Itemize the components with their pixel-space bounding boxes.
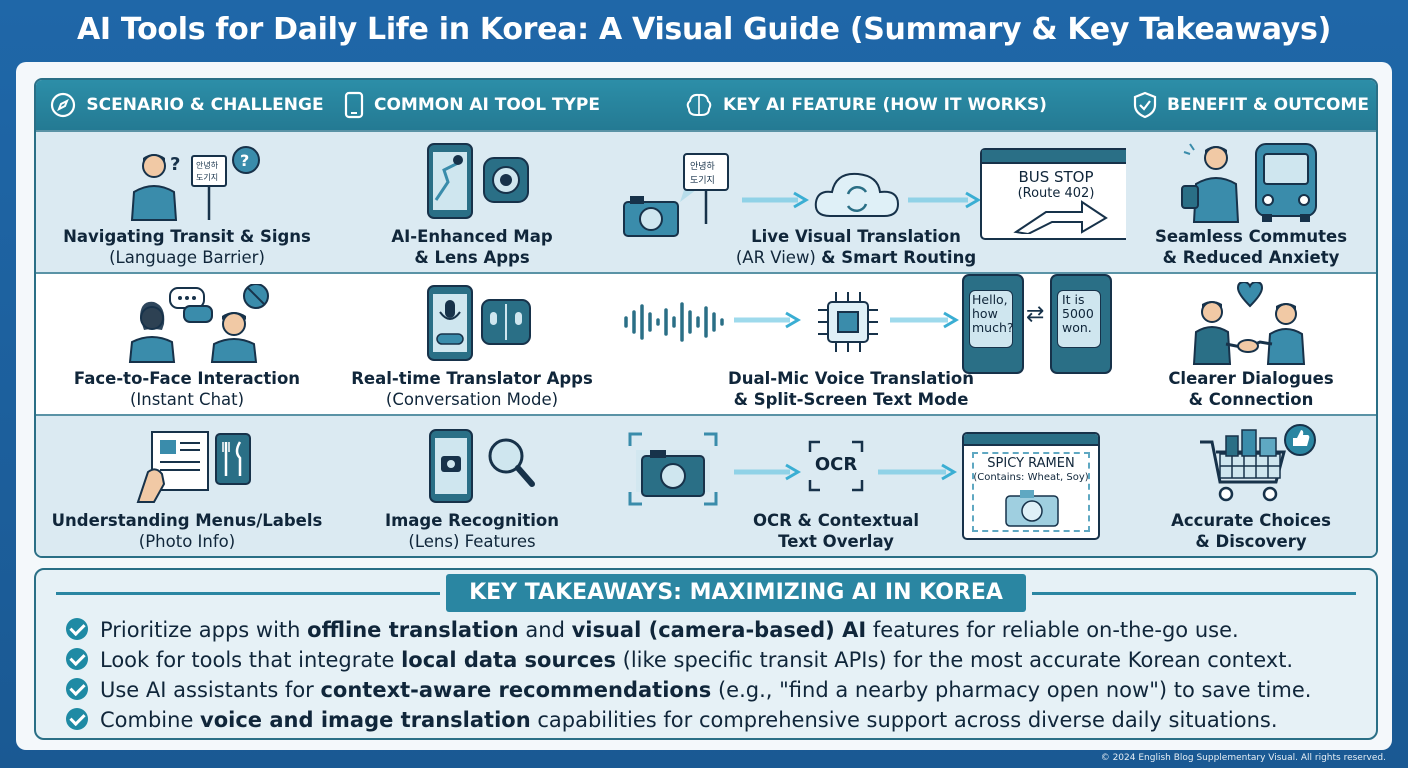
route-arrow-icon bbox=[1013, 200, 1108, 234]
camera-scan-icon bbox=[628, 432, 718, 506]
shield-check-icon bbox=[1133, 91, 1157, 119]
ocr-label: OCR bbox=[814, 454, 858, 475]
check-icon bbox=[66, 648, 88, 670]
scenario-cell-menus: Understanding Menus/Labels(Photo Info) bbox=[36, 414, 338, 556]
person-confused-sign-icon: ? 안녕하 도기지 ? bbox=[130, 146, 260, 221]
benefit-caption: Seamless Commutes& Reduced Anxiety bbox=[1154, 227, 1348, 267]
scenario-cell-transit: ? 안녕하 도기지 ? Navigating Transit & Signs(L… bbox=[36, 130, 338, 272]
takeaway-item: Use AI assistants for context-aware reco… bbox=[66, 674, 1311, 706]
svg-text:도기지: 도기지 bbox=[196, 173, 218, 182]
image-recognition-icon bbox=[429, 429, 535, 503]
column-header-label: COMMON AI TOOL TYPE bbox=[374, 95, 600, 115]
benefit-caption: Clearer Dialogues& Connection bbox=[1168, 369, 1334, 409]
column-tool-type: COMMON AI TOOL TYPE AI-Enhanced Map& Len… bbox=[338, 80, 608, 556]
check-icon bbox=[66, 618, 88, 640]
copyright-footer: © 2024 English Blog Supplementary Visual… bbox=[1100, 753, 1386, 763]
compass-icon bbox=[51, 92, 76, 118]
svg-text:안녕하: 안녕하 bbox=[690, 161, 716, 172]
arrow-right-icon bbox=[734, 311, 801, 329]
swap-arrows-icon: ⇄ bbox=[1026, 302, 1045, 327]
cloud-sync-icon bbox=[814, 172, 900, 217]
speech-bubble: It is 5000 won. bbox=[1057, 290, 1101, 348]
column-header-label: SCENARIO & CHALLENGE bbox=[86, 95, 324, 115]
speech-bubble: Hello, how much? bbox=[969, 290, 1014, 348]
menu-hand-icon bbox=[136, 431, 251, 503]
card-subtitle: (Route 402) bbox=[1017, 186, 1095, 201]
smartphone-icon bbox=[344, 91, 364, 119]
feature-cell-voice-translation: Hello, how much? ⇄ It is 5000 won. Dual-… bbox=[606, 272, 1126, 414]
svg-text:안녕하: 안녕하 bbox=[196, 160, 219, 170]
scenario-caption: Face-to-Face Interaction(Instant Chat) bbox=[73, 369, 301, 409]
divider bbox=[1032, 592, 1356, 595]
benefit-caption: Accurate Choices& Discovery bbox=[1171, 511, 1331, 551]
map-lens-app-icon bbox=[427, 143, 529, 219]
camera-icon bbox=[1005, 490, 1059, 527]
commuter-bus-icon bbox=[1181, 143, 1317, 223]
column-scenario: SCENARIO & CHALLENGE ? 안녕하 도기지 ? Navigat… bbox=[36, 80, 340, 556]
scenario-caption: Understanding Menus/Labels(Photo Info) bbox=[51, 511, 323, 551]
card-title: SPICY RAMEN bbox=[987, 456, 1075, 471]
feature-cell-ocr: OCR SPICY RAMEN (Contains: Wheat, Soy) O… bbox=[606, 414, 1126, 556]
takeaway-item: Prioritize apps with offline translation… bbox=[66, 614, 1239, 646]
ocr-scan-frame: OCR bbox=[808, 440, 864, 492]
card-title: BUS STOP bbox=[1018, 168, 1094, 186]
svg-text:?: ? bbox=[240, 151, 249, 170]
tool-cell-translator: Real-time Translator Apps(Conversation M… bbox=[338, 272, 606, 414]
feature-caption: Dual-Mic Voice Translation& Split-Screen… bbox=[728, 369, 974, 409]
benefit-cell-choices: Accurate Choices& Discovery bbox=[1126, 414, 1376, 556]
page-title: AI Tools for Daily Life in Korea: A Visu… bbox=[76, 12, 1331, 47]
brain-icon bbox=[686, 93, 712, 116]
benefit-cell-dialogues: Clearer Dialogues& Connection bbox=[1126, 272, 1376, 414]
column-header-label: BENEFIT & OUTCOME bbox=[1167, 95, 1369, 115]
column-header-feature: KEY AI FEATURE (HOW IT WORKS) bbox=[606, 80, 1126, 130]
svg-text:도기지: 도기지 bbox=[690, 175, 715, 186]
check-icon bbox=[66, 678, 88, 700]
arrow-right-icon bbox=[742, 191, 809, 209]
column-benefit: BENEFIT & OUTCOME Seamless Commutes& Red… bbox=[1126, 80, 1376, 556]
arrow-right-icon bbox=[878, 463, 957, 481]
column-header-label: KEY AI FEATURE (HOW IT WORKS) bbox=[723, 95, 1047, 115]
benefit-cell-commutes: Seamless Commutes& Reduced Anxiety bbox=[1126, 130, 1376, 272]
processor-chip-icon bbox=[818, 292, 878, 352]
svg-text:?: ? bbox=[170, 154, 180, 175]
camera-icon bbox=[623, 196, 679, 237]
translator-mic-app-icon bbox=[427, 285, 531, 361]
arrow-right-icon bbox=[734, 463, 801, 481]
tool-cell-map: AI-Enhanced Map& Lens Apps bbox=[338, 130, 606, 272]
sound-wave-icon bbox=[624, 302, 724, 342]
key-takeaways-box: KEY TAKEAWAYS: MAXIMIZING AI IN KOREA Pr… bbox=[34, 568, 1378, 740]
tool-caption: Real-time Translator Apps(Conversation M… bbox=[351, 369, 593, 409]
divider bbox=[56, 592, 440, 595]
card-subtitle: (Contains: Wheat, Soy) bbox=[973, 472, 1089, 483]
shopping-cart-thumbs-up-icon bbox=[1200, 424, 1316, 502]
tool-cell-image: Image Recognition(Lens) Features bbox=[338, 414, 606, 556]
feature-table: SCENARIO & CHALLENGE ? 안녕하 도기지 ? Navigat… bbox=[34, 78, 1378, 558]
takeaway-item: Combine voice and image translation capa… bbox=[66, 704, 1278, 736]
feature-caption: Live Visual Translation(AR View) & Smart… bbox=[735, 227, 977, 267]
ramen-overlay-card: SPICY RAMEN (Contains: Wheat, Soy) bbox=[962, 432, 1100, 540]
column-header-benefit: BENEFIT & OUTCOME bbox=[1126, 80, 1376, 130]
arrow-right-icon bbox=[908, 191, 981, 209]
tool-caption: Image Recognition(Lens) Features bbox=[384, 511, 560, 551]
column-header-tool: COMMON AI TOOL TYPE bbox=[338, 80, 606, 130]
tool-caption: AI-Enhanced Map& Lens Apps bbox=[391, 227, 553, 267]
scenario-cell-face-to-face: Face-to-Face Interaction(Instant Chat) bbox=[36, 272, 338, 414]
column-header-scenario: SCENARIO & CHALLENGE bbox=[36, 80, 338, 130]
phone-screen-left: Hello, how much? bbox=[962, 274, 1024, 374]
phone-screen-right: It is 5000 won. bbox=[1050, 274, 1112, 374]
takeaway-item: Look for tools that integrate local data… bbox=[66, 644, 1293, 676]
takeaways-title: KEY TAKEAWAYS: MAXIMIZING AI IN KOREA bbox=[446, 574, 1026, 612]
scenario-caption: Navigating Transit & Signs(Language Barr… bbox=[63, 227, 311, 267]
check-icon bbox=[66, 708, 88, 730]
two-people-chat-icon bbox=[128, 284, 269, 363]
handshake-heart-icon bbox=[1192, 282, 1306, 365]
arrow-right-icon bbox=[890, 311, 959, 329]
